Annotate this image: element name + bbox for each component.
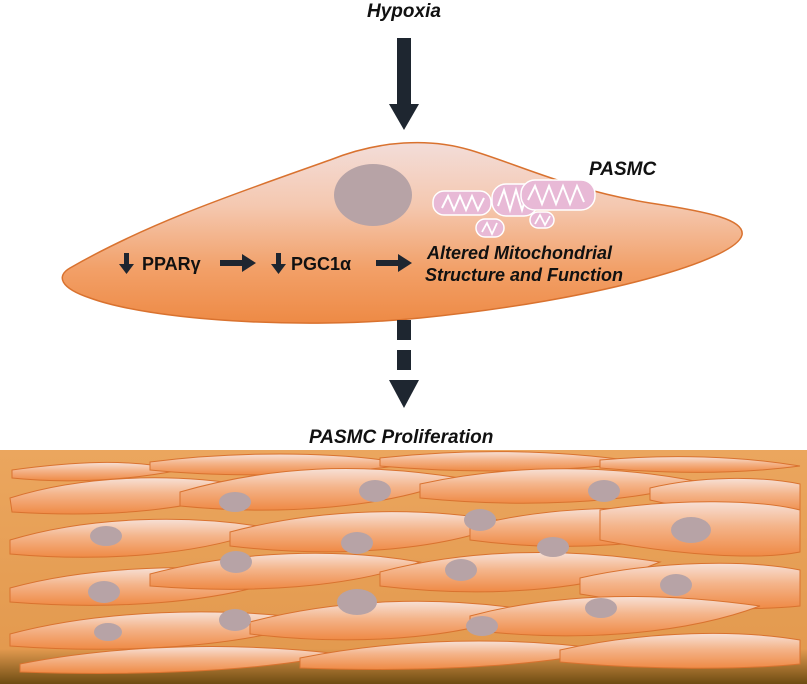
right-arrow-icon — [220, 254, 256, 272]
dashed-down-arrow-icon — [389, 320, 419, 408]
pathway-step2-label: PGC1α — [291, 254, 352, 274]
pathway-outcome-line1: Altered Mitochondrial — [427, 243, 613, 263]
stimulus-label: Hypoxia — [367, 1, 441, 22]
down-arrow-icon — [119, 253, 134, 274]
cell-type-label: PASMC — [589, 159, 657, 180]
pathway-step1-label: PPARγ — [142, 254, 201, 274]
right-arrow-icon — [376, 254, 412, 272]
proliferating-tissue — [0, 450, 807, 684]
down-arrow-icon — [271, 253, 286, 274]
mitochondria — [432, 179, 596, 238]
pathway-outcome-line2: Structure and Function — [425, 265, 623, 285]
down-arrow-icon — [389, 38, 419, 130]
nucleus — [334, 164, 412, 226]
result-label: PASMC Proliferation — [309, 427, 494, 448]
